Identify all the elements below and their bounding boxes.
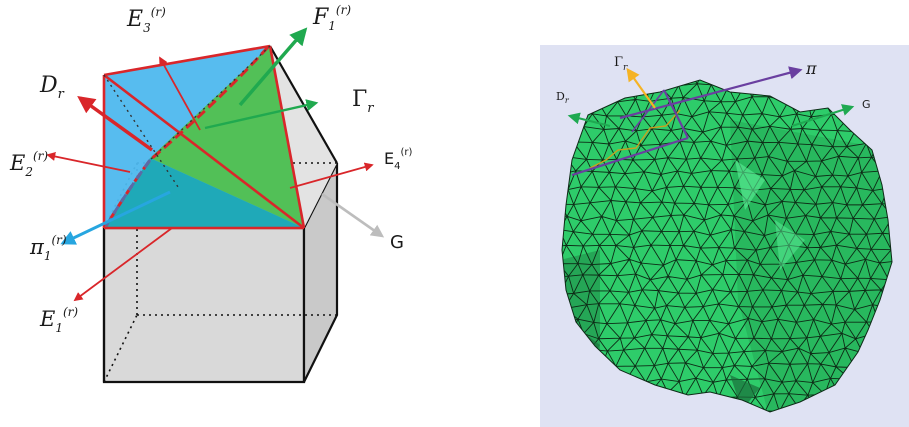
normal-arrows [46, 27, 385, 302]
arrow-Gamma [204, 99, 319, 130]
mesh-label-G: G [862, 98, 871, 111]
label-Dr: Dr [39, 73, 65, 102]
arrow-Dr-mesh [567, 112, 611, 127]
label-E2: E2(r) [9, 149, 48, 179]
arrow-pi1 [60, 190, 171, 245]
left-diagram: E3(r) F1(r) Dr Γr E2(r) E4(r) π1(r) G E1 [9, 3, 412, 384]
cut-edge-path [589, 109, 681, 169]
arrow-E3 [159, 56, 201, 131]
cut-plane-lines [571, 66, 803, 177]
label-E1: E1(r) [39, 305, 78, 335]
mesh-solid [562, 80, 892, 412]
mesh-label-Gamma-r: Γr [614, 55, 628, 73]
label-F1: F1(r) [312, 3, 351, 33]
label-E4: E4(r) [384, 147, 412, 172]
arrow-Dr [77, 95, 154, 152]
arrow-G-mesh [791, 104, 855, 127]
arrow-Gamma-r-mesh [626, 67, 656, 109]
label-E3: E3(r) [126, 5, 166, 35]
arrow-E2 [46, 152, 131, 173]
mesh-labels: Γr π Dr G [556, 55, 871, 111]
arrow-F1 [238, 27, 308, 107]
left-labels: E3(r) F1(r) Dr Γr E2(r) E4(r) π1(r) G E1 [9, 3, 412, 335]
arrow-G [321, 192, 385, 238]
arrow-E4 [289, 162, 374, 189]
arrow-E1 [73, 227, 173, 302]
mesh-label-Dr: Dr [556, 90, 570, 105]
mesh-label-pi: π [805, 59, 817, 78]
label-Gamma-r: Γr [352, 87, 374, 116]
arrow-pi [619, 66, 803, 120]
label-G: G [390, 232, 404, 253]
right-mesh-panel: Γr π Dr G [540, 45, 909, 427]
label-pi1: π1(r) [29, 233, 67, 263]
